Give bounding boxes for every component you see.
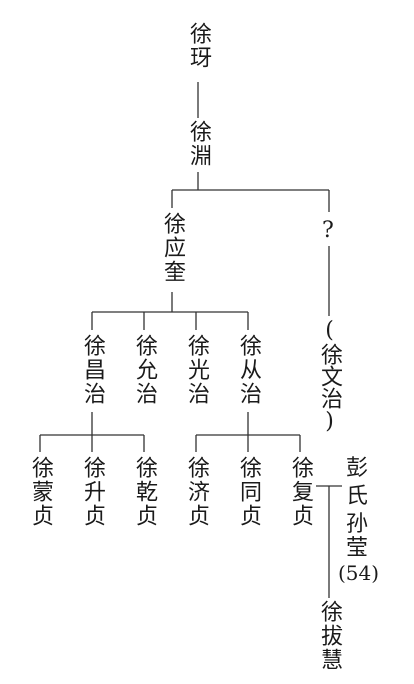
node-xu-yunzhi: 徐允治 (132, 334, 157, 406)
node-xu-congzhi: 徐从治 (236, 334, 261, 406)
node-unknown: ? (322, 218, 334, 243)
wife-name-line-4: 莹 (346, 536, 369, 561)
node-xu-bahui: 徐拔慧 (317, 600, 342, 672)
node-xu-changzhi: 徐昌治 (80, 334, 105, 406)
node-xu-fuzhen: 徐复贞 (288, 456, 313, 528)
node-xu-guangzhi: 徐光治 (184, 334, 209, 406)
node-xu-qianzhen: 徐乾贞 (132, 456, 157, 528)
node-xu-jizhen: 徐济贞 (184, 456, 209, 528)
node-xu-wenzhi: (徐文治) (317, 318, 342, 434)
wife-note: (54) (338, 561, 380, 585)
node-xu-mengzhen: 徐蒙贞 (28, 456, 53, 528)
node-xu-shengzhen: 徐升贞 (80, 456, 105, 528)
wife-name-line-3: 孙 (346, 512, 369, 537)
node-xu-yingkui: 徐应奎 (160, 212, 185, 284)
node-xu-yuan: 徐淵 (186, 120, 211, 168)
wife-name-line-2: 氏 (346, 484, 369, 509)
node-xu-tongzhen: 徐同贞 (236, 456, 261, 528)
node-xu-tao: 徐玡 (186, 22, 211, 70)
wife-name-line-1: 彭 (346, 456, 369, 481)
